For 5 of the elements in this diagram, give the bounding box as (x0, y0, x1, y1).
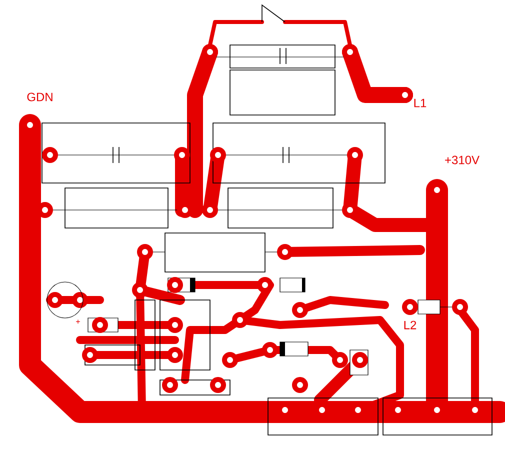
polarity-mark: + (76, 320, 80, 324)
net-label: L2 (404, 320, 416, 330)
net-label: GDN (27, 92, 52, 102)
net-label: L1 (414, 98, 426, 108)
net-label: +310V (445, 156, 480, 164)
